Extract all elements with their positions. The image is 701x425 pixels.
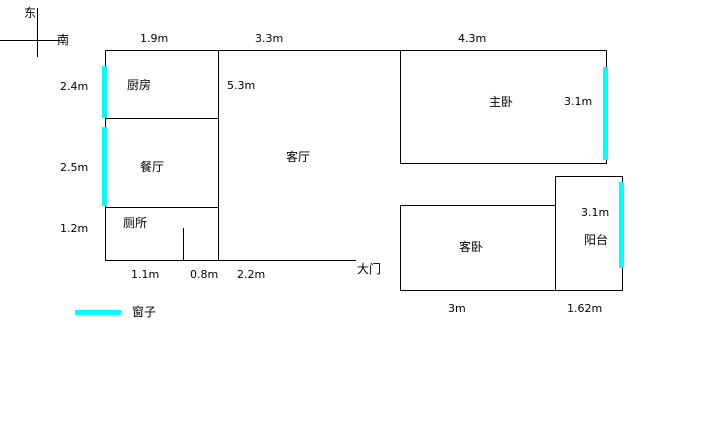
room-label-toilet: 厕所 (123, 216, 148, 230)
wall-guest-left (400, 205, 401, 291)
dim-bottom-toilet: 1.1m (131, 268, 160, 281)
dim-top-middle: 3.3m (255, 32, 284, 45)
dim-left-dining: 2.5m (60, 161, 89, 174)
dim-living-depth: 5.3m (227, 79, 256, 92)
window-master (603, 67, 608, 160)
room-label-living: 客厅 (286, 150, 311, 164)
room-label-guest: 客卧 (459, 240, 484, 254)
wall-master-bottom (400, 163, 607, 164)
compass-south-label: 南 (57, 33, 70, 47)
window-balcony (619, 182, 624, 268)
dim-left-toilet: 1.2m (60, 222, 89, 235)
dim-top-right: 4.3m (458, 32, 487, 45)
dim-bottom-living: 2.2m (237, 268, 266, 281)
wall-living-master-divider (400, 50, 401, 163)
room-label-kitchen: 厨房 (127, 78, 152, 92)
wall-dining-toilet-divider (105, 207, 219, 208)
wall-guest-balcony-divider (555, 176, 556, 291)
legend-window-label: 窗子 (132, 305, 157, 319)
legend-window-swatch (75, 310, 121, 315)
room-label-master: 主卧 (489, 95, 514, 109)
wall-guest-top (400, 205, 556, 206)
compass-horizontal-line (0, 40, 60, 41)
dim-top-left: 1.9m (140, 32, 169, 45)
room-label-balcony: 阳台 (584, 233, 609, 247)
compass-east-label: 东 (24, 6, 37, 20)
wall-top (105, 50, 607, 51)
dim-balcony-window: 3.1m (581, 206, 610, 219)
wall-bottom-left (105, 260, 356, 261)
dim-balcony-width: 1.62m (567, 302, 603, 315)
window-kitchen (102, 66, 107, 118)
wall-toilet-door-jamb (183, 228, 184, 261)
room-label-dining: 餐厅 (140, 160, 165, 174)
window-dining (102, 127, 107, 206)
wall-bottom-right (400, 290, 623, 291)
dim-guest-width: 3m (448, 302, 466, 315)
dim-bottom-passage: 0.8m (190, 268, 219, 281)
compass-vertical-line (37, 8, 38, 57)
wall-balcony-top (555, 176, 623, 177)
wall-interior-vertical (218, 50, 219, 261)
dim-left-kitchen: 2.4m (60, 80, 89, 93)
main-door-label: 大门 (357, 262, 382, 276)
dim-master-window: 3.1m (564, 95, 593, 108)
wall-kitchen-dining-divider (105, 118, 219, 119)
